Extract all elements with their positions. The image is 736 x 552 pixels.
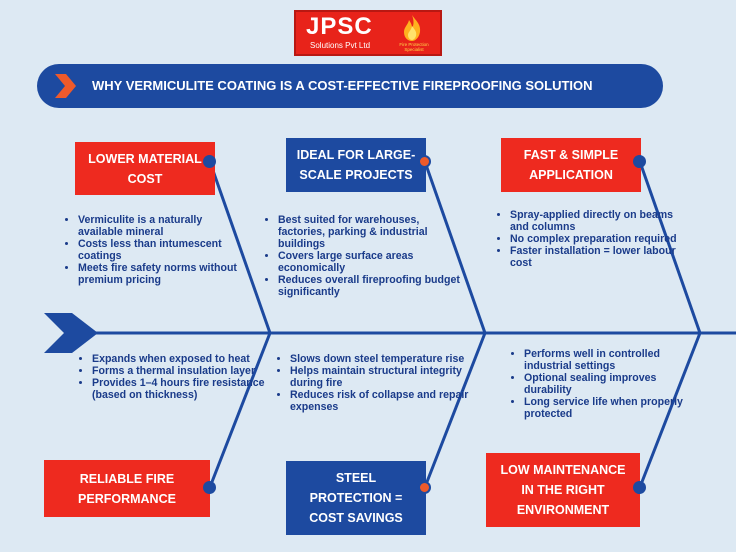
connector-dot	[203, 481, 216, 494]
category-steel-protection: STEEL PROTECTION = COST SAVINGS	[286, 461, 426, 535]
category-fast-simple-application: FAST & SIMPLE APPLICATION	[501, 138, 641, 192]
category-title-line: LOW MAINTENANCE	[500, 463, 626, 477]
category-title-line: STEEL	[335, 471, 377, 485]
list-item: Slows down steel temperature rise	[290, 353, 480, 365]
category-reliable-fire-performance: RELIABLE FIRE PERFORMANCE	[44, 460, 210, 517]
category-title-line: COST SAVINGS	[309, 511, 403, 525]
category-low-maintenance: LOW MAINTENANCE IN THE RIGHT ENVIRONMENT	[486, 453, 640, 527]
category-title-line: PERFORMANCE	[78, 491, 176, 506]
list-item: Covers large surface areas economically	[278, 250, 463, 274]
list-item: Helps maintain structural integrity duri…	[290, 365, 480, 389]
list-item: Best suited for warehouses, factories, p…	[278, 214, 463, 250]
list-item: Performs well in controlled industrial s…	[524, 348, 696, 372]
list-item: Vermiculite is a naturally available min…	[78, 214, 248, 238]
bullet-list-steel-protection: Slows down steel temperature rise Helps …	[276, 353, 480, 413]
logo-tagline: Fire Protection Specialist	[399, 42, 429, 52]
chevron-right-icon	[55, 74, 76, 98]
category-large-scale-projects: IDEAL FOR LARGE- SCALE PROJECTS	[286, 138, 426, 192]
category-lower-material-cost: LOWER MATERIAL COST	[75, 142, 215, 195]
page-title: WHY VERMICULITE COATING IS A COST-EFFECT…	[92, 78, 593, 93]
list-item: Optional sealing improves durability	[524, 372, 696, 396]
logo-subtitle: Solutions Pvt Ltd	[310, 41, 371, 50]
connector-dot	[633, 481, 646, 494]
bullet-list-lower-material-cost: Vermiculite is a naturally available min…	[64, 214, 248, 286]
bullet-list-low-maintenance: Performs well in controlled industrial s…	[510, 348, 696, 420]
rib-bottom-2	[423, 332, 487, 488]
rib-bottom-3	[638, 332, 702, 488]
connector-dot	[203, 155, 216, 168]
list-item: Costs less than intumescent coatings	[78, 238, 248, 262]
category-title-line: IN THE RIGHT	[521, 483, 605, 497]
list-item: Provides 1–4 hours fire resistance (base…	[92, 377, 267, 401]
category-title-line: COST	[127, 171, 163, 186]
connector-dot	[418, 481, 431, 494]
category-title-line: SCALE PROJECTS	[299, 168, 413, 182]
list-item: Forms a thermal insulation layer	[92, 365, 267, 377]
title-banner: WHY VERMICULITE COATING IS A COST-EFFECT…	[37, 64, 663, 108]
bullet-list-fast-simple-application: Spray-applied directly on beams and colu…	[496, 209, 680, 269]
company-logo: JPSC Solutions Pvt Ltd Fire Protection S…	[294, 10, 442, 56]
list-item: Meets fire safety norms without premium …	[78, 262, 248, 286]
category-title-line: LOWER MATERIAL	[88, 151, 202, 166]
category-title-line: PROTECTION =	[309, 491, 403, 505]
bullet-list-reliable-fire-performance: Expands when exposed to heat Forms a the…	[78, 353, 267, 401]
rib-bottom-1	[208, 332, 272, 488]
list-item: Reduces overall fireproofing budget sign…	[278, 274, 463, 298]
bullet-list-large-scale-projects: Best suited for warehouses, factories, p…	[264, 214, 463, 298]
connector-dot	[633, 155, 646, 168]
connector-dot	[418, 155, 431, 168]
spine-arrow-icon	[44, 313, 98, 353]
category-title-line: RELIABLE FIRE	[79, 471, 175, 486]
list-item: Faster installation = lower labour cost	[510, 245, 680, 269]
rib-top-2	[423, 161, 487, 334]
category-title-line: FAST & SIMPLE	[523, 148, 619, 162]
list-item: Reduces risk of collapse and repair expe…	[290, 389, 480, 413]
category-title-line: APPLICATION	[529, 168, 613, 182]
rib-top-1	[208, 161, 272, 334]
list-item: Expands when exposed to heat	[92, 353, 267, 365]
list-item: No complex preparation required	[510, 233, 680, 245]
list-item: Long service life when properly protecte…	[524, 396, 696, 420]
logo-name: JPSC	[306, 13, 373, 40]
flame-icon	[404, 15, 421, 41]
category-title-line: IDEAL FOR LARGE-	[296, 148, 416, 162]
list-item: Spray-applied directly on beams and colu…	[510, 209, 680, 233]
category-title-line: ENVIRONMENT	[516, 503, 610, 517]
rib-top-3	[638, 161, 702, 334]
